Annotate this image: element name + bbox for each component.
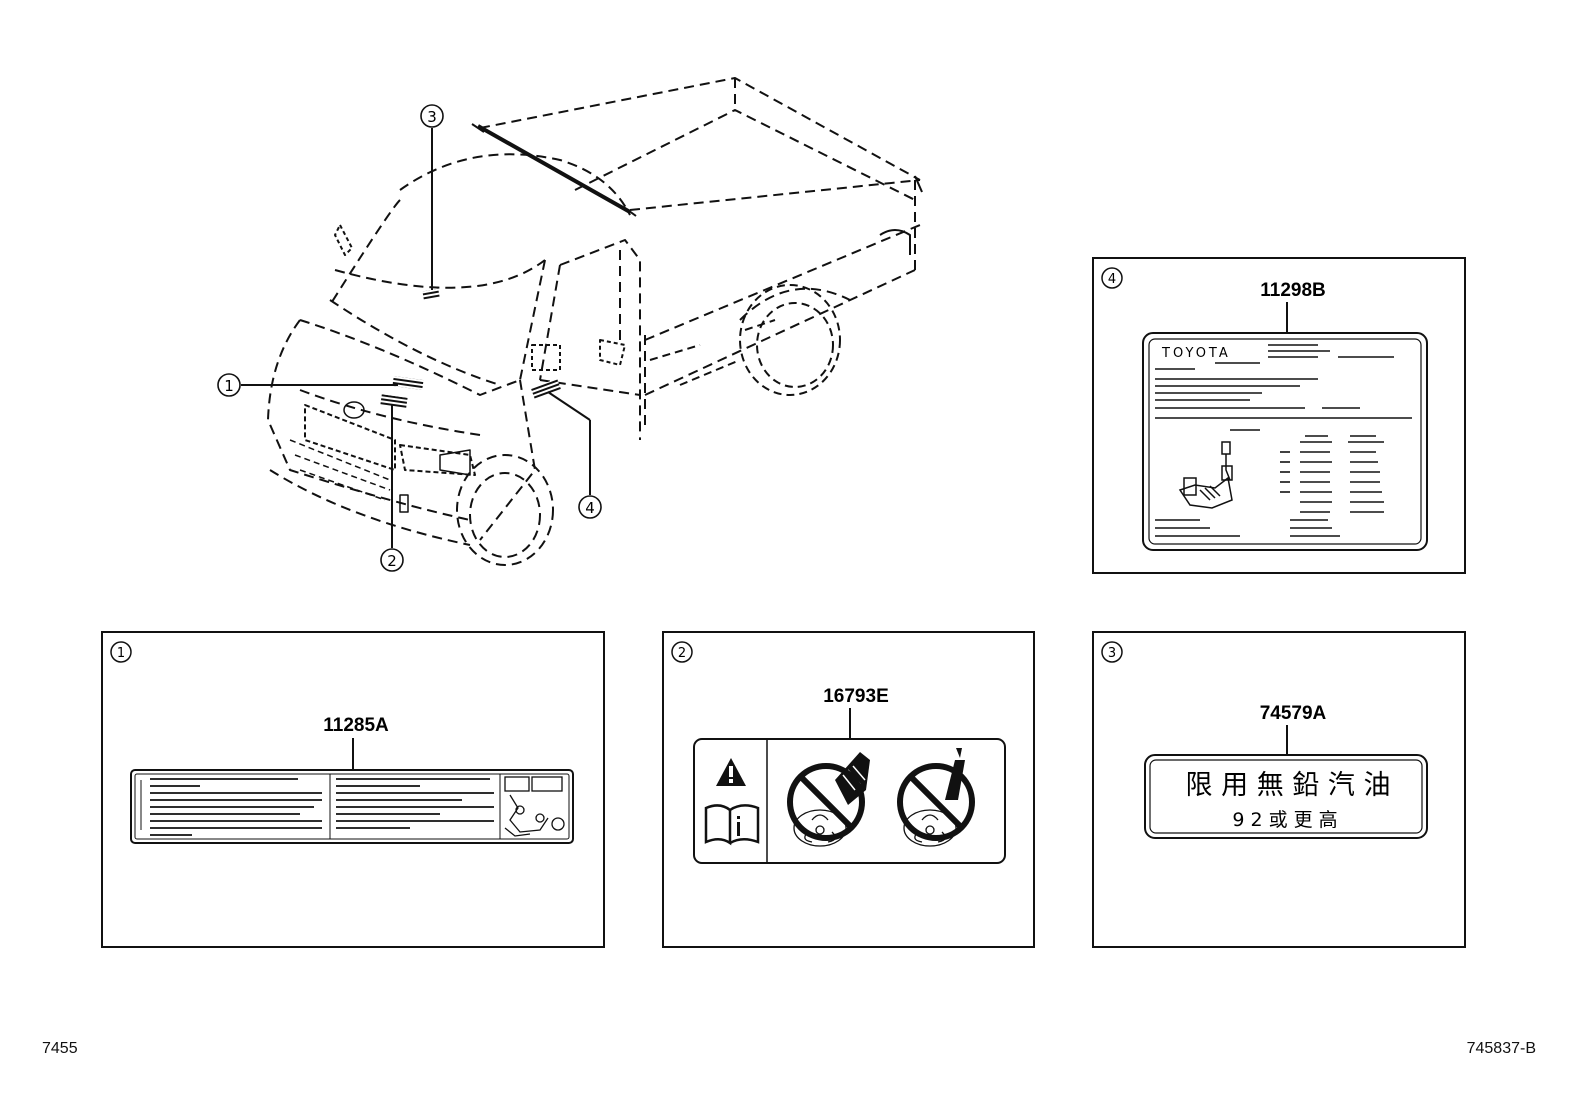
panel-3-part-number: 74579A bbox=[1260, 703, 1327, 724]
truck-label-locations bbox=[380, 288, 562, 409]
no-hand-in-fan-icon bbox=[787, 752, 870, 847]
footer-right-code: 745837-B bbox=[1466, 1040, 1536, 1057]
panel-2: 2 16793E bbox=[662, 631, 1035, 948]
panel-4-part-number: 11298B bbox=[1260, 280, 1326, 301]
panel-1-text-lines bbox=[140, 778, 494, 836]
panel-2-part-number: 16793E bbox=[823, 686, 889, 707]
panel-1: 1 11285A bbox=[101, 631, 605, 948]
panel-4-brand: TOYOTA bbox=[1161, 346, 1231, 361]
footer-left-code: 7455 bbox=[42, 1040, 78, 1057]
panel-1-index: 1 bbox=[117, 646, 125, 661]
svg-text:1: 1 bbox=[224, 377, 234, 395]
panel-4: 4 11298B TOYOTA bbox=[1092, 257, 1466, 574]
truck-illustration bbox=[267, 77, 923, 566]
panel-1-diagram-icon bbox=[504, 776, 565, 837]
callout-4: 4 bbox=[578, 495, 602, 519]
panel-3-index: 3 bbox=[1108, 646, 1116, 661]
panel-1-part-number: 11285A bbox=[323, 715, 389, 736]
panel-2-index: 2 bbox=[678, 646, 686, 661]
svg-text:3: 3 bbox=[427, 108, 437, 126]
panel-3-label-line2: 9 2 或 更 高 bbox=[1232, 809, 1337, 831]
engine-icon bbox=[1178, 441, 1233, 509]
panel-4-text-lines bbox=[1155, 344, 1412, 537]
panel-3: 3 74579A 限 用 無 鉛 汽 油 9 2 或 更 高 bbox=[1092, 631, 1466, 948]
svg-text:2: 2 bbox=[387, 552, 397, 570]
leader-lines bbox=[241, 128, 591, 548]
callout-3: 3 bbox=[420, 104, 444, 128]
svg-text:4: 4 bbox=[585, 499, 595, 517]
manual-book-icon bbox=[704, 804, 760, 846]
panel-3-label-line1: 限 用 無 鉛 汽 油 bbox=[1186, 770, 1391, 801]
no-tool-in-fan-icon bbox=[897, 748, 975, 847]
warning-triangle-icon bbox=[716, 758, 746, 786]
callout-1: 1 bbox=[217, 373, 241, 397]
callout-2: 2 bbox=[380, 548, 404, 572]
panel-4-index: 4 bbox=[1108, 272, 1116, 287]
